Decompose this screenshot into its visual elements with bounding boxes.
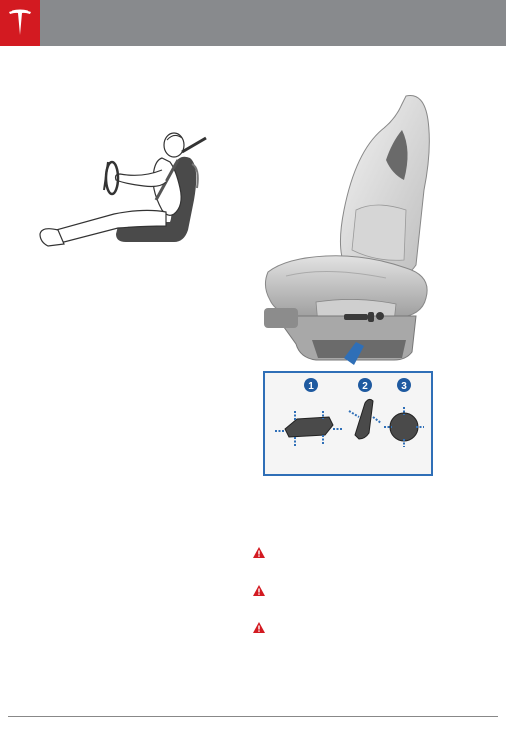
warning-triangle-icon (253, 547, 265, 558)
warning-triangle-icon (253, 622, 265, 633)
label-1: 1 (308, 381, 314, 392)
seat-controls-diagram: 1 2 3 (275, 378, 424, 447)
footer-divider (8, 716, 498, 717)
warning-triangle-icon (253, 585, 265, 596)
callout-number-3: 3 (397, 378, 411, 392)
power-seat-illustration (264, 95, 430, 365)
tesla-logo (0, 0, 40, 46)
label-3: 3 (401, 381, 407, 392)
callout-number-2: 2 (358, 378, 372, 392)
lumbar-switch-icon (384, 407, 424, 447)
backrest-switch-icon (348, 398, 382, 440)
callout-number-1: 1 (304, 378, 318, 392)
tesla-logo-icon (9, 9, 31, 35)
label-2: 2 (362, 381, 368, 392)
seat-controls-callout: 1 2 3 (263, 371, 433, 476)
seat-position-switch-icon (275, 411, 343, 447)
page-header (0, 0, 506, 46)
driver-posture-illustration (39, 132, 207, 247)
